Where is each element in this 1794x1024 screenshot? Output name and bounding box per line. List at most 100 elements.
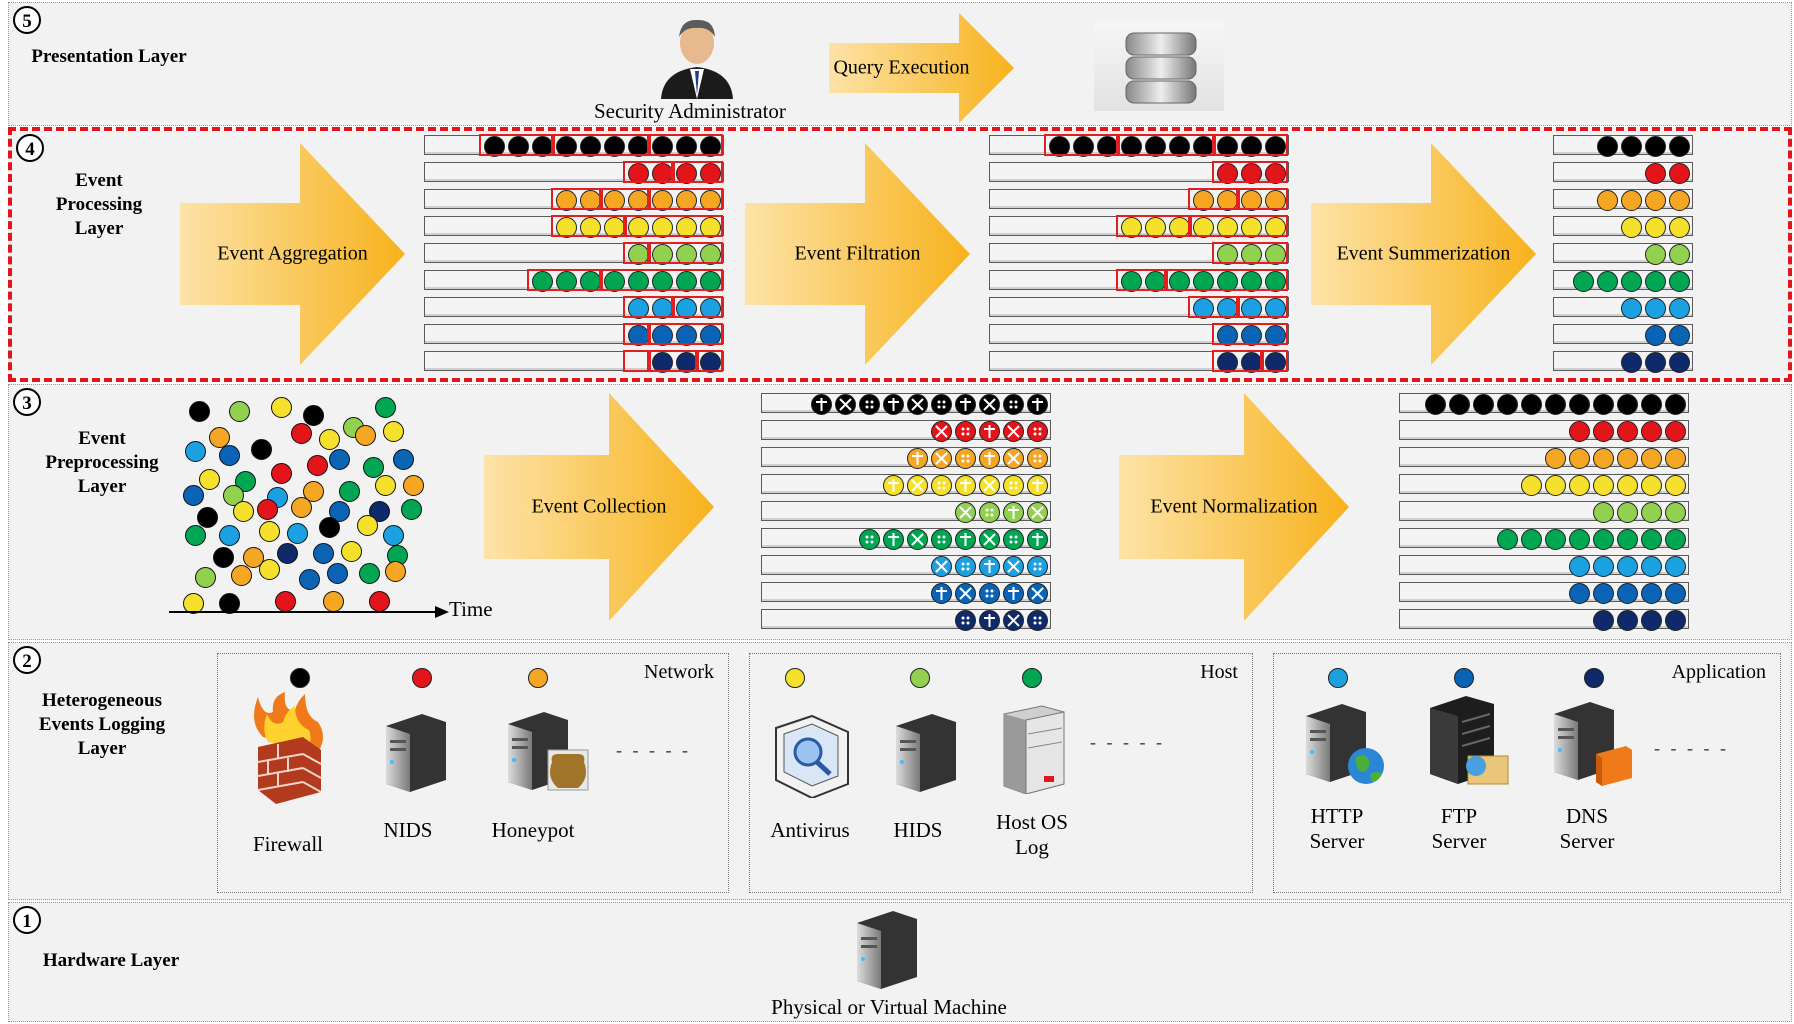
event-summerization-arrow: Event Summerization <box>1311 143 1536 365</box>
filtration-bars <box>989 134 1289 383</box>
event-dot <box>1669 217 1690 238</box>
raw-event-dot <box>271 397 292 418</box>
event-dot <box>1027 583 1048 604</box>
event-mark <box>1007 452 1020 465</box>
event-dot <box>1193 298 1214 319</box>
event-mark <box>911 398 924 411</box>
time-axis <box>169 605 449 618</box>
aggregation-group-box <box>623 215 723 237</box>
event-dot <box>931 475 952 496</box>
event-mark <box>937 400 946 409</box>
event-mark <box>1032 479 1043 492</box>
event-dot <box>1497 394 1518 415</box>
event-dot <box>652 244 673 265</box>
event-dot <box>580 217 601 238</box>
event-mark <box>961 427 970 436</box>
honeypot-server-icon <box>500 710 590 792</box>
event-mark <box>912 452 923 465</box>
event-dot <box>628 217 649 238</box>
event-dot <box>1665 448 1686 469</box>
aggregation-group-box <box>551 188 603 210</box>
event-dot <box>1449 394 1470 415</box>
aggregation-group-box <box>1236 296 1288 318</box>
event-summerization-label: Event Summerization <box>1336 242 1511 265</box>
event-bar <box>424 215 724 238</box>
raw-event-dot <box>329 449 350 470</box>
security-administrator-label: Security Administrator <box>594 99 786 123</box>
event-dot <box>1569 556 1590 577</box>
aggregation-group-box <box>599 188 651 210</box>
event-dot <box>955 529 976 550</box>
event-dot <box>1473 394 1494 415</box>
event-bar <box>761 447 1051 469</box>
event-dot <box>676 244 697 265</box>
event-mark <box>865 400 874 409</box>
event-dot <box>1597 190 1618 211</box>
event-bar <box>1553 243 1693 265</box>
aggregation-group-box <box>1116 269 1168 291</box>
application-title: Application <box>1671 661 1766 683</box>
network-group: Network Firewall <box>217 653 729 893</box>
event-mark <box>935 452 948 465</box>
event-dot <box>580 136 601 157</box>
event-mark <box>911 533 924 546</box>
database-icon <box>1094 21 1224 111</box>
event-dot <box>1669 325 1690 346</box>
event-dot <box>1121 217 1142 238</box>
heterogeneous-events-logging-layer: 2 Heterogeneous Events Logging Layer Net… <box>8 642 1792 900</box>
aggregation-group-box <box>623 350 651 372</box>
aggregation-group-box <box>647 242 723 264</box>
raw-event-dot <box>329 501 350 522</box>
event-dot <box>676 136 697 157</box>
event-dot <box>1593 556 1614 577</box>
event-dot <box>1545 448 1566 469</box>
event-dot <box>652 271 673 292</box>
event-dot <box>1003 421 1024 442</box>
event-dot <box>1641 502 1662 523</box>
event-dot <box>1597 136 1618 157</box>
http-server-icon <box>1298 702 1388 787</box>
event-dot <box>1241 271 1262 292</box>
event-dot <box>556 271 577 292</box>
event-dot <box>700 244 721 265</box>
layer-name: Heterogeneous Events Logging Layer <box>38 690 166 759</box>
event-dot <box>532 271 553 292</box>
raw-event-dot <box>303 481 324 502</box>
event-dot <box>1617 610 1638 631</box>
dns-server-icon <box>1546 700 1636 788</box>
event-dot <box>1593 448 1614 469</box>
event-dot <box>1193 217 1214 238</box>
event-dot <box>859 529 880 550</box>
raw-event-dot <box>271 463 292 484</box>
event-dot <box>604 136 625 157</box>
event-dot <box>1003 583 1024 604</box>
event-filtration-label: Event Filtration <box>794 242 921 265</box>
event-mark <box>1033 454 1042 463</box>
event-dot <box>955 421 976 442</box>
event-dot <box>979 502 1000 523</box>
event-dot <box>1593 610 1614 631</box>
event-bar <box>424 350 724 373</box>
event-bar <box>989 161 1289 184</box>
nids-server-icon <box>378 712 448 792</box>
event-dot <box>484 136 505 157</box>
raw-event-dot <box>219 593 240 614</box>
event-bar <box>1399 501 1689 523</box>
raw-event-dot <box>339 481 360 502</box>
aggregation-group-box <box>1116 134 1216 156</box>
event-dot <box>1521 529 1542 550</box>
event-bar <box>424 296 724 319</box>
event-dot <box>1617 556 1638 577</box>
ftp-server-label: FTP Server <box>1431 804 1487 853</box>
host-group: Host Antivirus HIDS <box>749 653 1253 893</box>
firewall-icon <box>243 692 328 804</box>
event-dot <box>652 217 673 238</box>
event-bar <box>1399 609 1689 631</box>
event-mark <box>1008 587 1019 600</box>
event-dot <box>700 217 721 238</box>
event-mark <box>1009 481 1018 490</box>
event-dot <box>1593 529 1614 550</box>
event-color-dot <box>1584 668 1604 688</box>
event-dot <box>1027 421 1048 442</box>
aggregation-group-box <box>623 323 651 345</box>
